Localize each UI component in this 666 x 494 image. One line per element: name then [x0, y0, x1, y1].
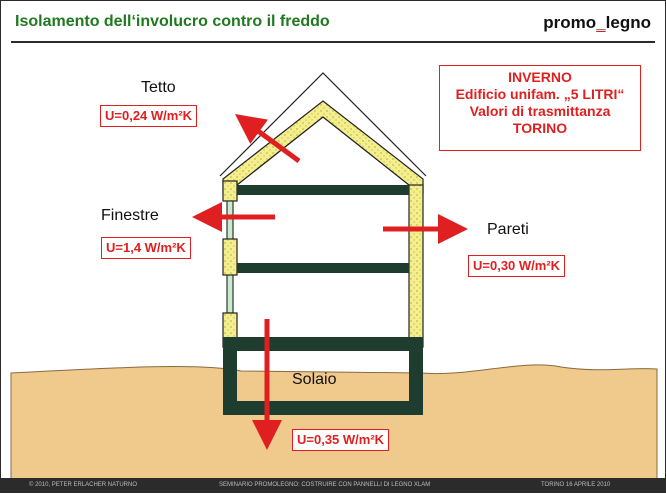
roof-u-value: U=0,24 W/m²K: [100, 105, 198, 127]
right-wall-insulation: [408, 184, 424, 348]
walls-u-value: U=0,30 W/m²K: [468, 255, 566, 277]
brand-underscore: _: [596, 13, 606, 32]
ground: [10, 364, 658, 480]
walls-label: Pareti: [487, 221, 529, 238]
slide-title: Isolamento dell‘involucro contro il fred…: [15, 13, 330, 30]
footer-bar: © 2010, PETER ERLACHER NATURNO SEMINARIO…: [1, 478, 666, 492]
floor-u-value: U=0,35 W/m²K: [292, 429, 390, 451]
info-line-2: Edificio unifam. „5 LITRI“: [455, 86, 625, 102]
floor-label: Solaio: [292, 371, 337, 388]
brand-logo: promo_legno: [543, 13, 651, 33]
windows-u-value: U=1,4 W/m²K: [101, 237, 191, 259]
left-wall-insulation-upper: [222, 180, 238, 202]
info-line-4: TORINO: [512, 120, 568, 136]
left-wall-insulation-middle: [222, 238, 238, 276]
title-divider: [11, 41, 655, 43]
middle-floor-slab: [237, 263, 409, 273]
roof-heat-arrow: [234, 114, 301, 164]
info-box: INVERNO Edificio unifam. „5 LITRI“ Valor…: [439, 65, 641, 151]
ground-floor-slab: [223, 337, 423, 349]
footer-center: SEMINARIO PROMOLEGNO: COSTRUIRE CON PANN…: [219, 482, 431, 488]
windows-label: Finestre: [101, 207, 159, 224]
footer-right: TORINO 16 APRILE 2010: [541, 482, 611, 488]
upper-floor-slab: [237, 185, 409, 195]
info-line-1: INVERNO: [508, 69, 572, 85]
brand-part1: promo: [543, 13, 597, 32]
info-line-3: Valori di trasmittanza: [469, 103, 611, 119]
brand-part2: legno: [605, 13, 651, 32]
footer-left: © 2010, PETER ERLACHER NATURNO: [29, 482, 138, 488]
roof-label: Tetto: [141, 79, 176, 96]
roof-insulation: [222, 100, 424, 194]
basement: [223, 349, 423, 415]
